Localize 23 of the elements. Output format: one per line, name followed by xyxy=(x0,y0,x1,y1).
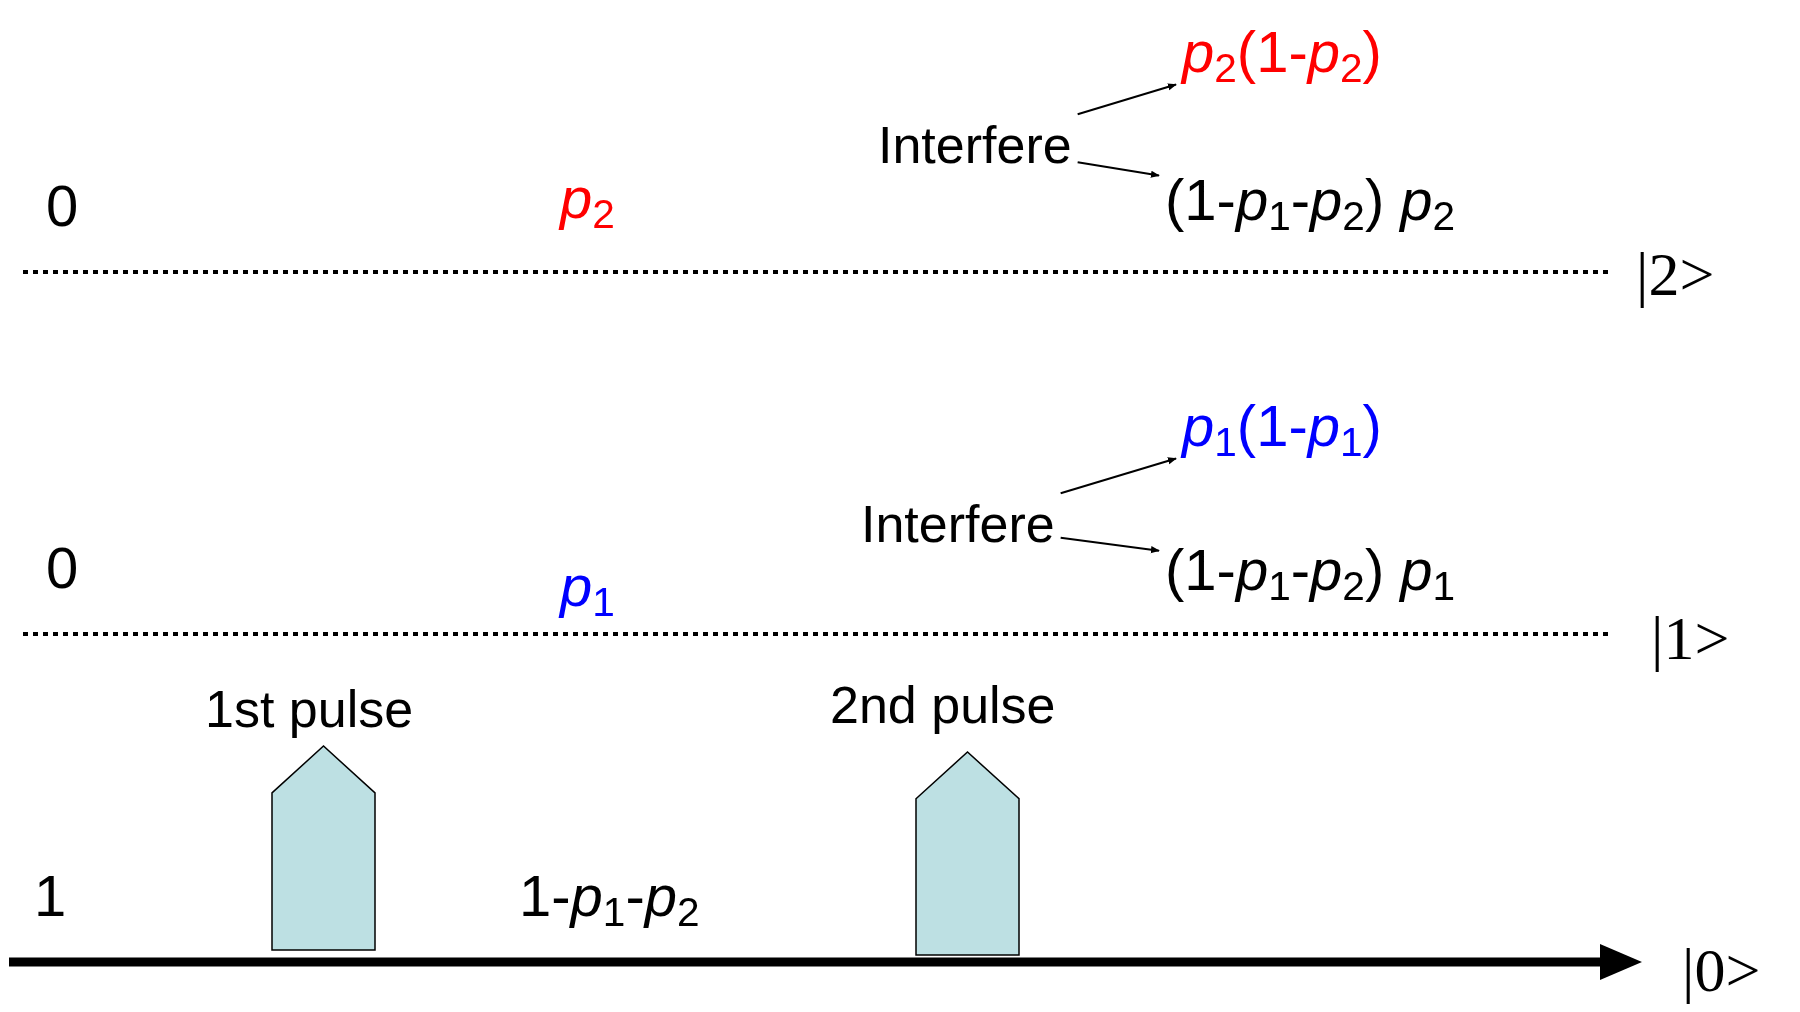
probability-expression: p$_{2}$(1-p$_{2}$) xyxy=(1182,22,1382,83)
population-value: p$_{1}$ xyxy=(560,556,615,617)
population-value: p$_{2}$ xyxy=(560,168,615,229)
annotation-text: Interfere xyxy=(861,497,1055,552)
arrow xyxy=(1076,161,1160,178)
probability-expression: p$_{1}$(1-p$_{1}$) xyxy=(1182,396,1382,457)
probability-expression: (1-p$_{1}$-p$_{2}$) p$_{2}$ xyxy=(1165,170,1456,231)
population-value: 0 xyxy=(46,176,79,237)
population-value: 1-p$_{1}$-p$_{2}$ xyxy=(519,866,700,927)
annotation-text: Interfere xyxy=(878,118,1072,173)
population-value: 1 xyxy=(34,866,67,927)
arrow xyxy=(1059,457,1177,495)
pulse-label: 2nd pulse xyxy=(830,678,1056,733)
pulse-label: 1st pulse xyxy=(205,682,414,737)
pulse-shape xyxy=(271,745,376,951)
arrow xyxy=(1076,83,1177,116)
pulse-shape xyxy=(915,751,1020,956)
state-label: |0> xyxy=(1682,938,1761,1004)
state-label: |1> xyxy=(1651,606,1730,672)
population-value: 0 xyxy=(46,538,79,599)
arrow xyxy=(1059,536,1160,554)
probability-expression: (1-p$_{1}$-p$_{2}$) p$_{1}$ xyxy=(1165,540,1456,601)
state-label: |2> xyxy=(1636,242,1715,308)
